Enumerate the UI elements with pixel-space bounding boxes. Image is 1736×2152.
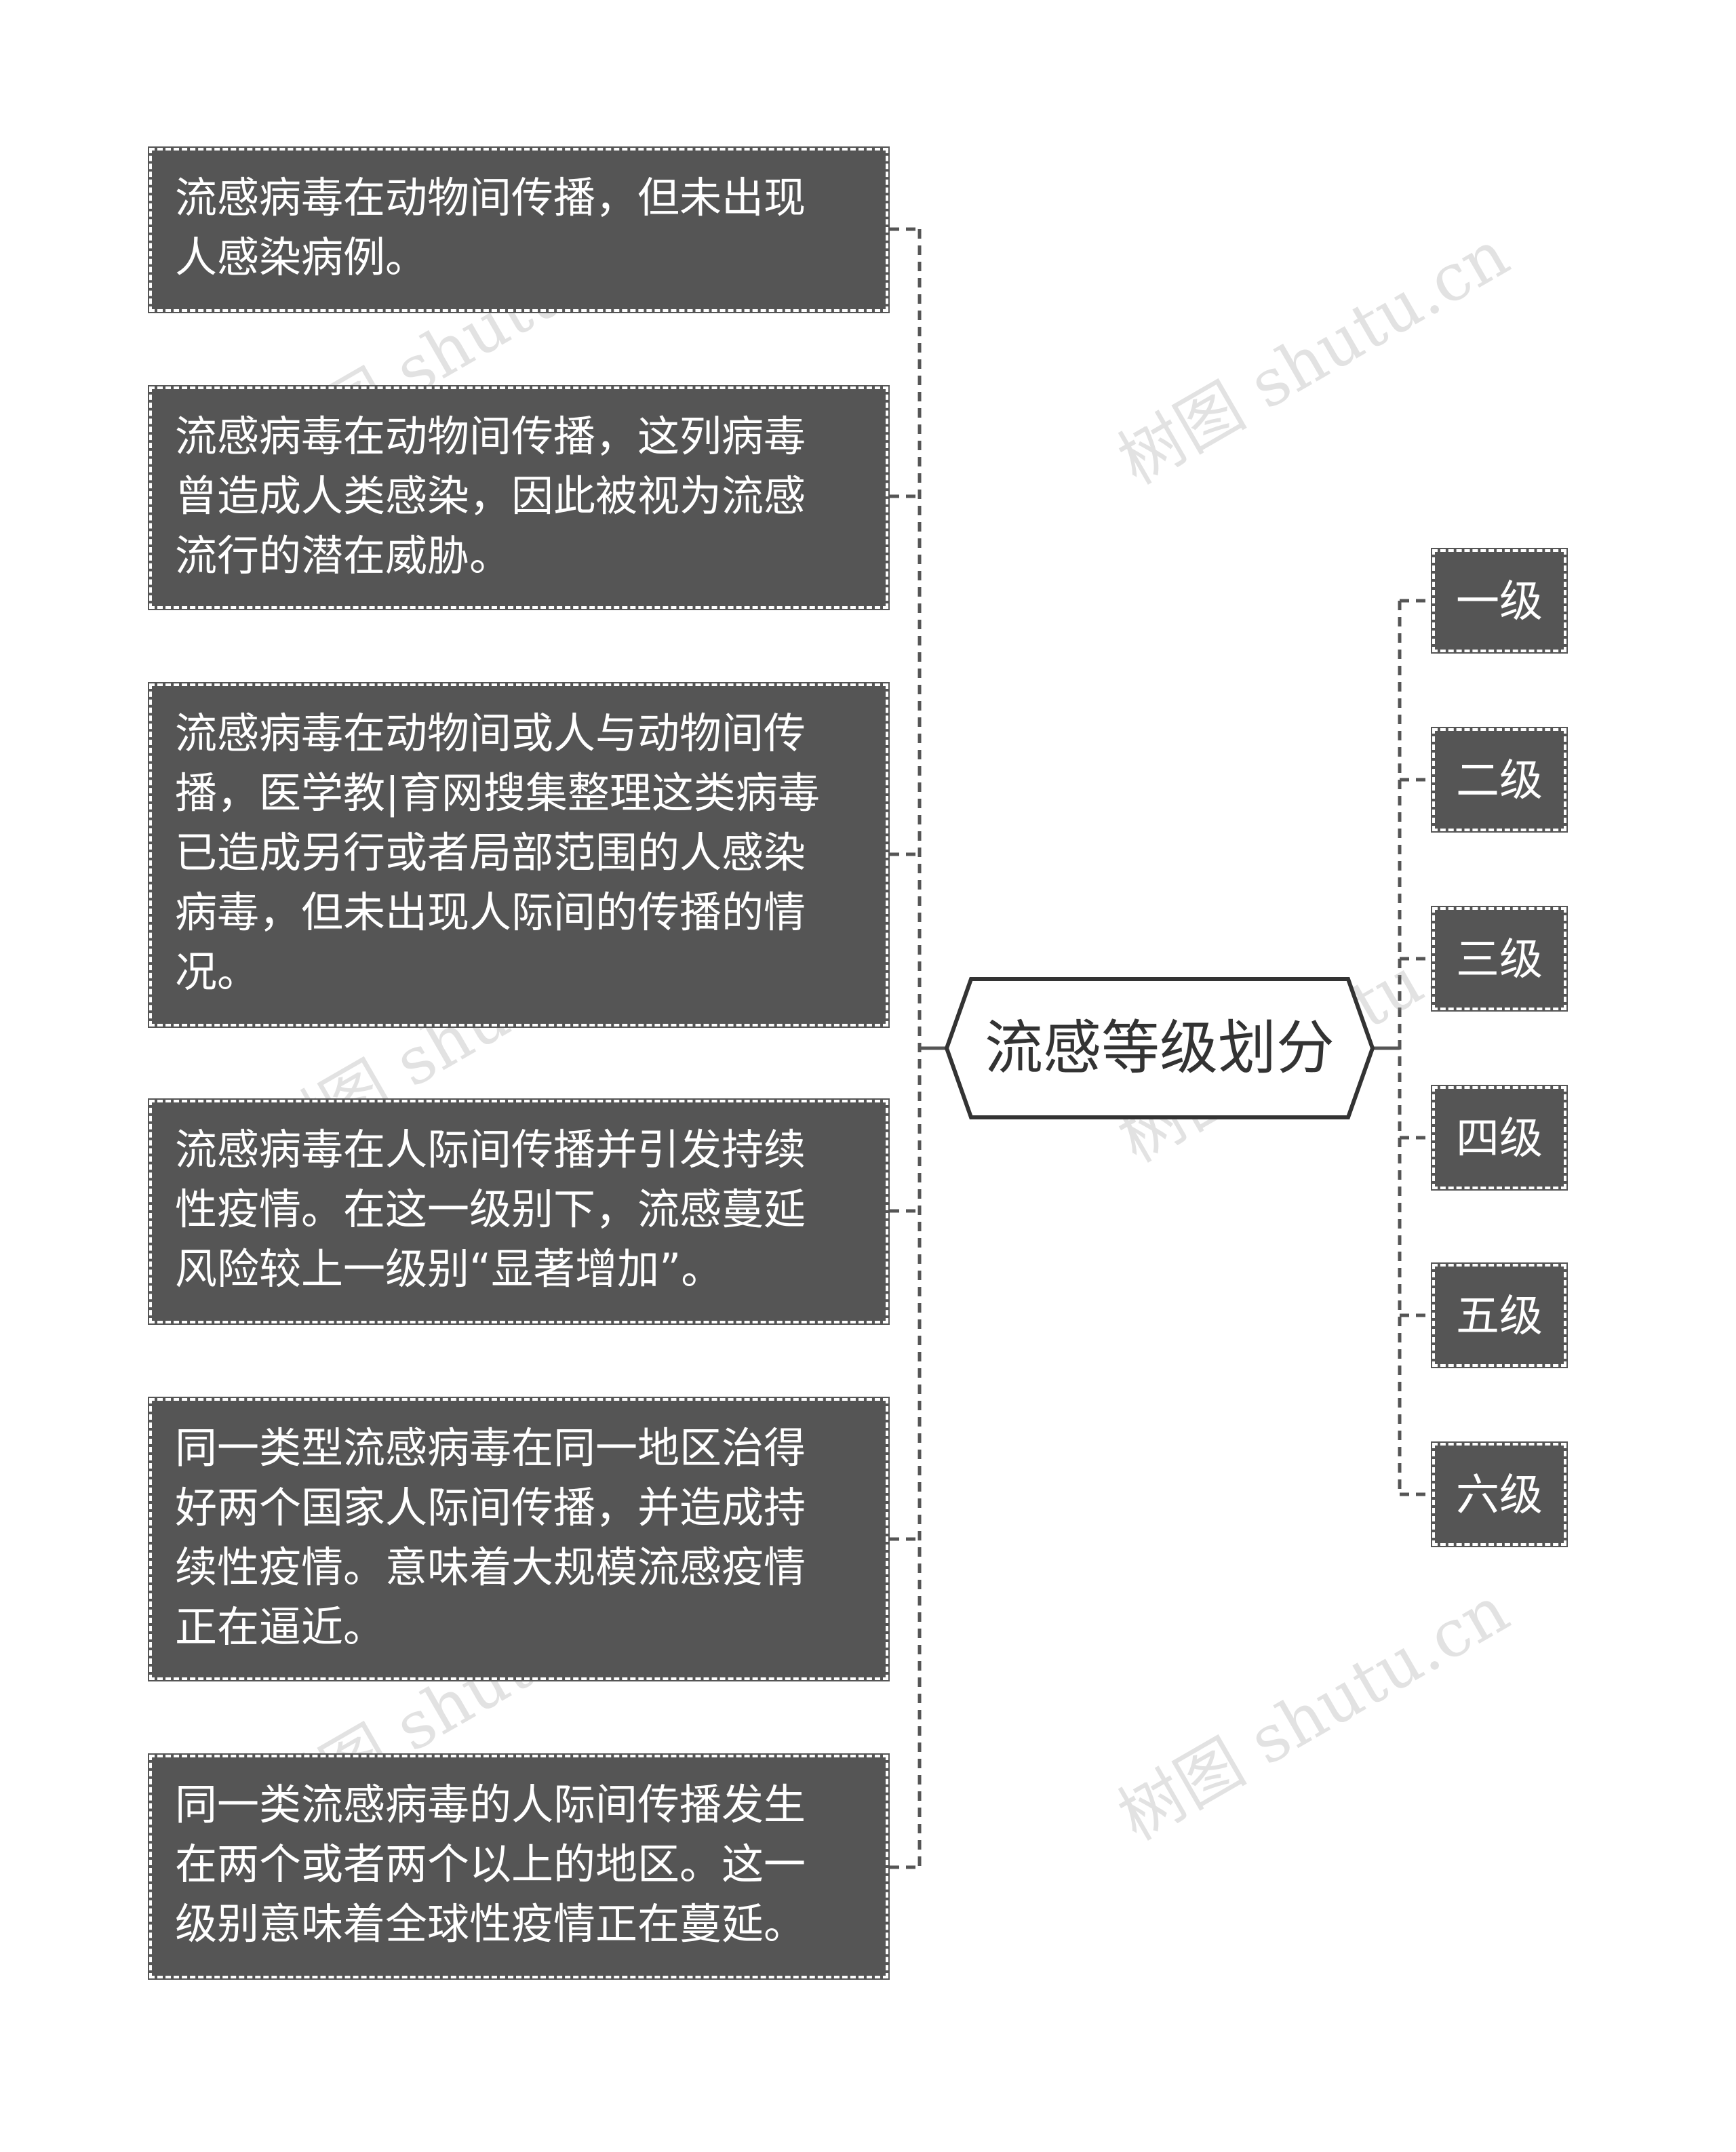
left-node-4[interactable]: 流感病毒在人际间传播并引发持续 性疫情。在这一级别下，流感蔓延 风险较上一级别“… [148, 1098, 890, 1325]
level-node-4[interactable]: 四级 [1431, 1085, 1568, 1191]
root-hexagon-shape [944, 977, 1375, 1119]
root-label: 流感等级划分 [985, 1014, 1335, 1082]
left-node-6[interactable]: 同一类流感病毒的人际间传播发生 在两个或者两个以上的地区。这一 级别意味着全球性… [148, 1753, 890, 1980]
root-node[interactable]: 流感等级划分 [944, 976, 1375, 1120]
left-node-3[interactable]: 流感病毒在动物间或人与动物间传 播，医学教|育网搜集整理这类病毒 已造成另行或者… [148, 682, 890, 1028]
level-node-5[interactable]: 五级 [1431, 1262, 1568, 1368]
level-node-6[interactable]: 六级 [1431, 1441, 1568, 1547]
level-node-2[interactable]: 二级 [1431, 727, 1568, 833]
left-node-1[interactable]: 流感病毒在动物间传播，但未出现 人感染病例。 [148, 146, 890, 313]
left-node-5[interactable]: 同一类型流感病毒在同一地区治得 好两个国家人际间传播，并造成持 续性疫情。意味着… [148, 1397, 890, 1681]
level-node-3[interactable]: 三级 [1431, 906, 1568, 1012]
level-node-1[interactable]: 一级 [1431, 548, 1568, 654]
left-node-2[interactable]: 流感病毒在动物间传播，这列病毒 曾造成人类感染，因此被视为流感 流行的潜在威胁。 [148, 385, 890, 610]
